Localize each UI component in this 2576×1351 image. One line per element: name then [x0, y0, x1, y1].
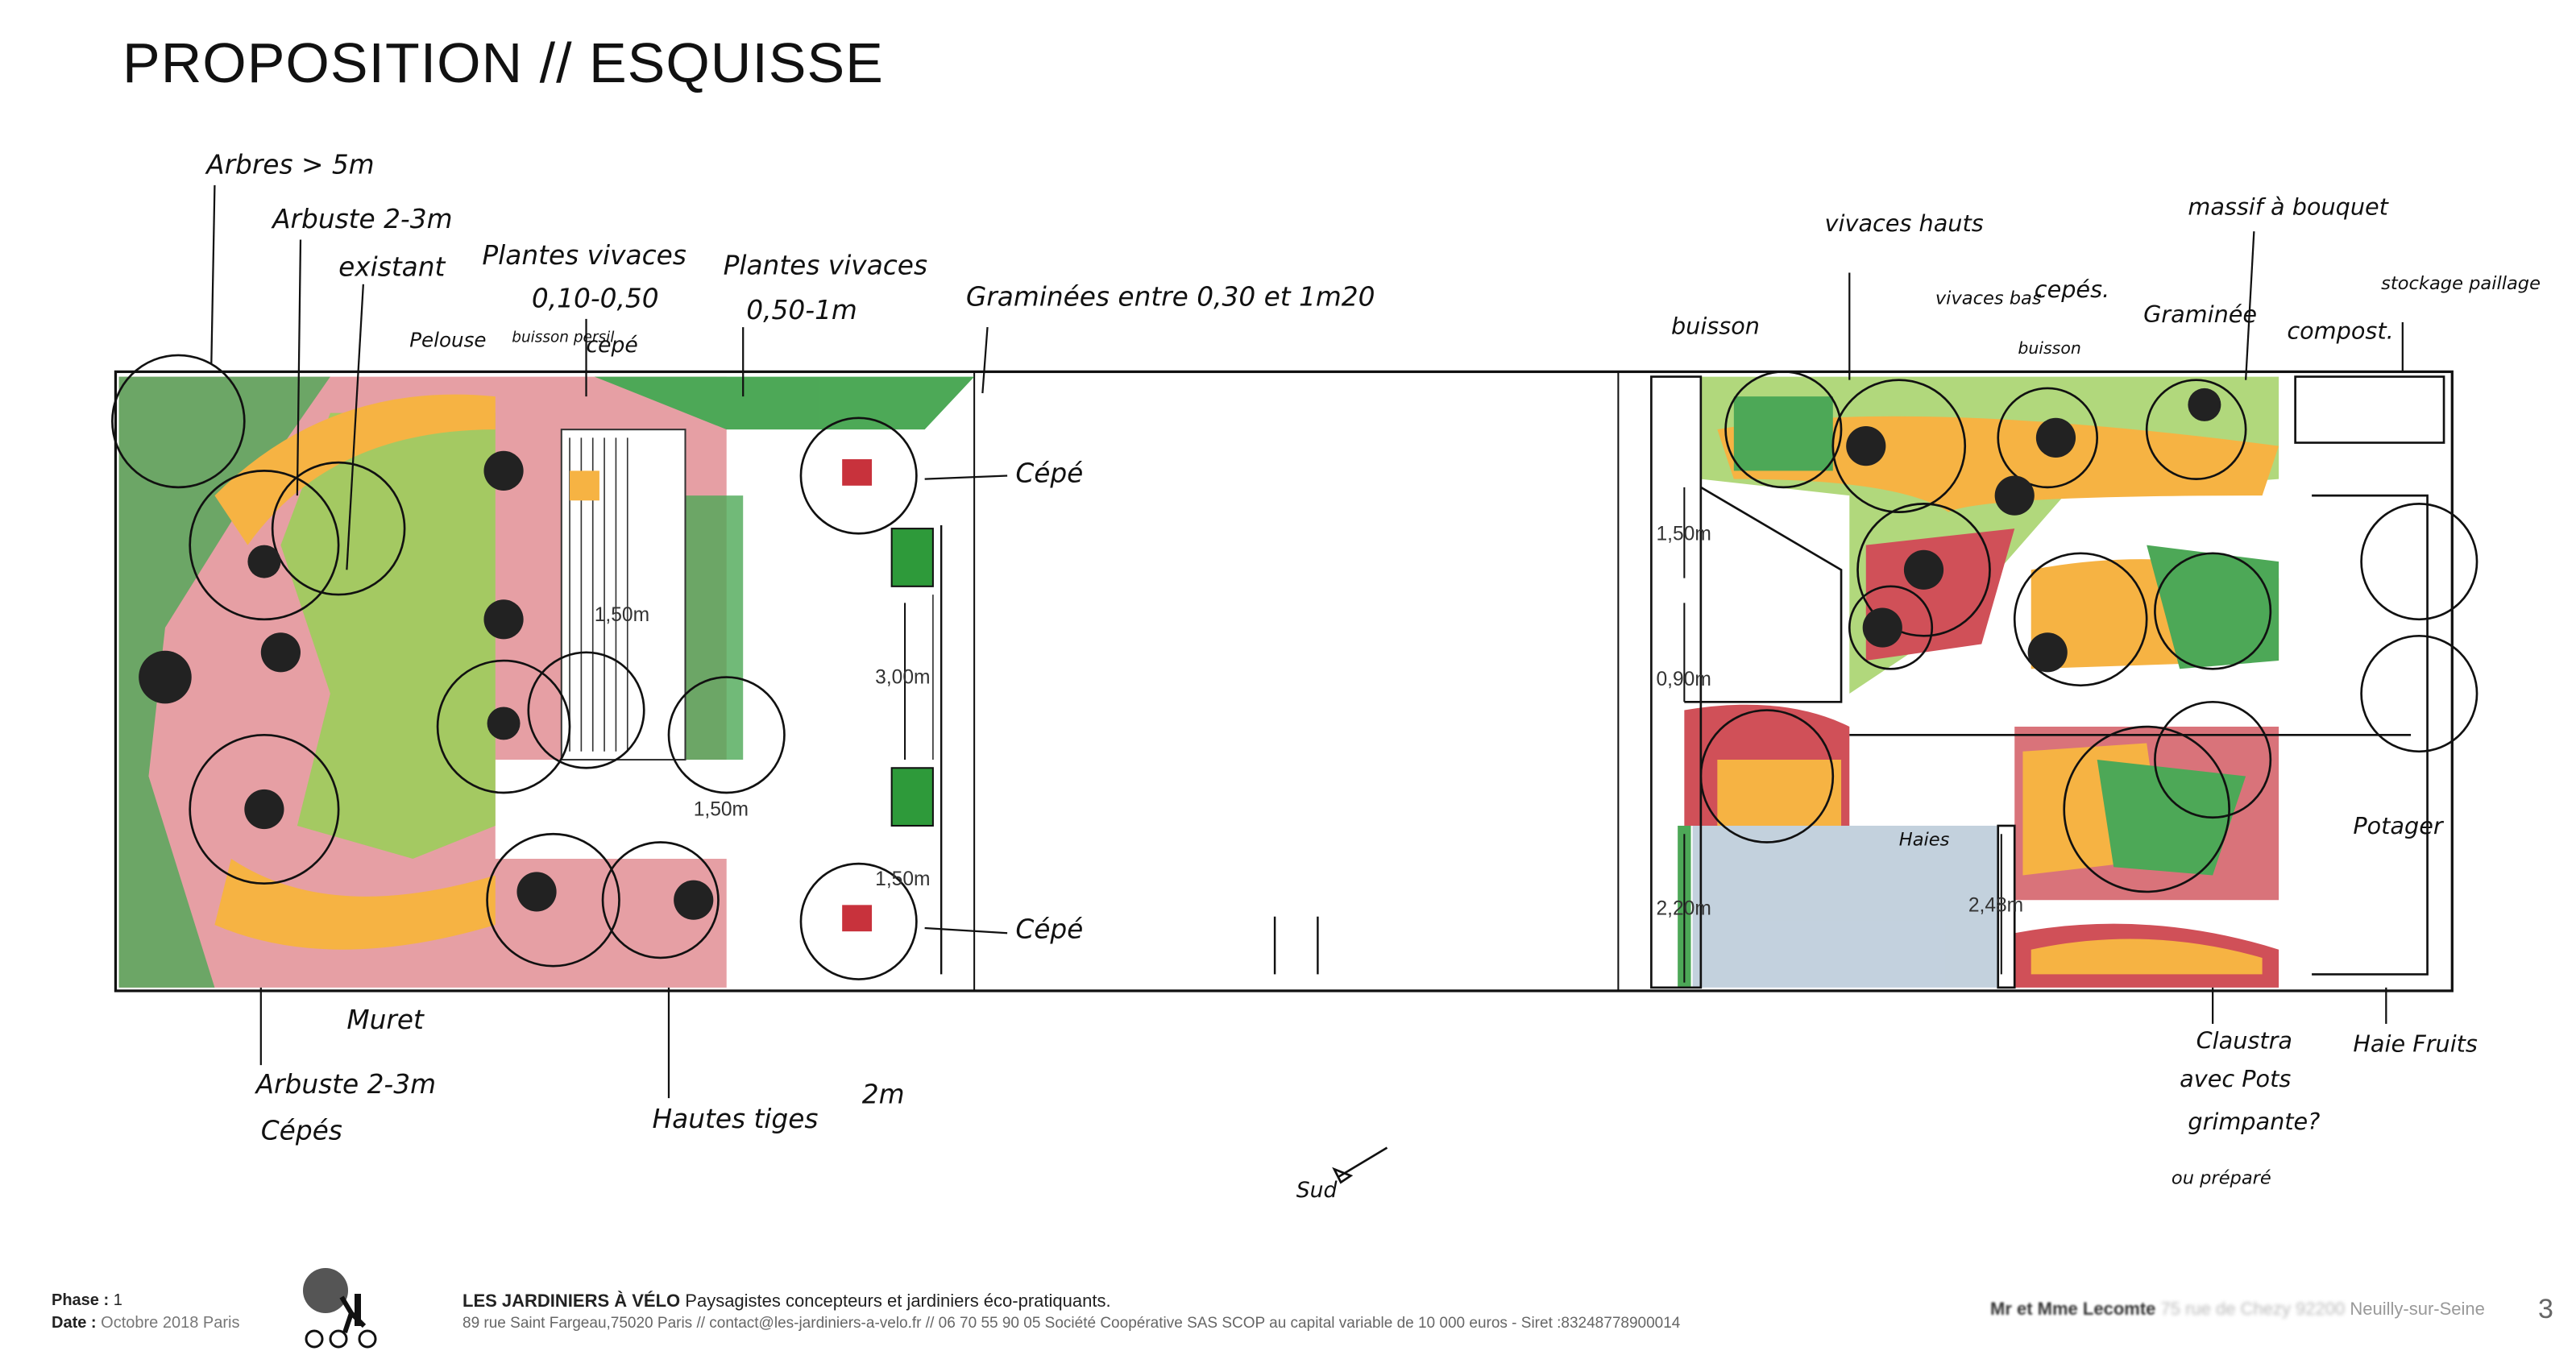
label-vivaces-low: Plantes vivaces	[482, 240, 686, 271]
label-graminee: Graminée	[2143, 300, 2257, 328]
client-city: Neuilly-sur-Seine	[2350, 1299, 2485, 1319]
dimension-right-4: 2,48m	[1968, 895, 2023, 917]
north-arrow-sud	[1332, 1146, 1388, 1184]
label-muret: Muret	[346, 1005, 425, 1035]
label-vivaces-bas: vivaces bas	[1935, 288, 2042, 309]
label-existant: existant	[338, 252, 446, 283]
label-stockage: stockage paillage	[2381, 273, 2541, 294]
label-cepes: cepés.	[2035, 276, 2109, 303]
left-garden	[118, 376, 975, 988]
dimension-left-2: 3,00m	[875, 667, 930, 689]
label-vivaces-mid: Plantes vivaces	[724, 251, 927, 281]
phase-value: 1	[113, 1291, 122, 1309]
label-cepe-2: Cépé	[1015, 914, 1083, 944]
phase-date-block: Phase : 1 Date : Octobre 2018 Paris	[52, 1289, 239, 1334]
label-claustra: Claustra	[2196, 1027, 2292, 1055]
plot-outline	[114, 370, 2454, 993]
label-buisson-persil: buisson persil	[512, 329, 615, 346]
label-cepe-1: Cépé	[1015, 458, 1083, 489]
label-compost: compost.	[2287, 317, 2393, 344]
page-title: PROPOSITION // ESQUISSE	[122, 31, 884, 94]
label-claustra-pots: avec Pots	[2180, 1065, 2291, 1092]
label-buisson-small: buisson	[2018, 338, 2081, 358]
client-info: Mr et Mme Lecomte 75 rue de Chezy 92200 …	[1990, 1299, 2485, 1320]
label-haies: Haies	[1899, 830, 1950, 851]
dimension-right-1: 1,50m	[1657, 523, 1711, 545]
label-claustra-grimpante: grimpante?	[2188, 1108, 2320, 1135]
page-number: 3	[2538, 1294, 2553, 1324]
label-ou-prepare: ou préparé	[2172, 1168, 2271, 1189]
client-address: 75 rue de Chezy 92200	[2160, 1299, 2346, 1319]
label-cepes-bottom: Cépés	[261, 1115, 342, 1146]
label-pelouse: Pelouse	[409, 329, 486, 352]
company-logo-cyclist-icon	[303, 1268, 377, 1349]
company-contact: 89 rue Saint Fargeau,75020 Paris // cont…	[463, 1315, 1681, 1332]
client-name: Mr et Mme Lecomte	[1990, 1299, 2156, 1319]
phase-label: Phase :	[52, 1291, 110, 1309]
label-haie-fruits: Haie Fruits	[2353, 1030, 2478, 1058]
label-graminees: Graminées entre 0,30 et 1m20	[966, 281, 1375, 312]
dimension-left-3: 1,50m	[694, 799, 749, 821]
label-2m: 2m	[862, 1079, 905, 1109]
label-arbuste-top: Arbuste 2-3m	[271, 204, 452, 234]
company-tagline: Paysagistes concepteurs et jardiniers éc…	[685, 1291, 1111, 1311]
company-info: LES JARDINIERS À VÉLO Paysagistes concep…	[463, 1291, 1680, 1332]
date-value: Octobre 2018 Paris	[101, 1314, 240, 1332]
label-sud: Sud	[1296, 1178, 1338, 1203]
label-vivaces-hauts: vivaces hauts	[1825, 209, 1984, 237]
footer: Phase : 1 Date : Octobre 2018 Paris LES …	[0, 1257, 2576, 1351]
tree-circles	[111, 354, 918, 980]
dimension-right-3: 2,20m	[1657, 898, 1711, 920]
dimension-right-2: 0,90m	[1657, 669, 1711, 690]
company-name: LES JARDINIERS À VÉLO	[463, 1291, 681, 1311]
label-hautes-tiges: Hautes tiges	[652, 1104, 818, 1134]
label-massif: massif à bouquet	[2188, 193, 2389, 221]
label-potager: Potager	[2353, 812, 2445, 839]
label-vivaces-mid-height: 0,50-1m	[746, 295, 857, 325]
label-arbres: Arbres > 5m	[205, 149, 374, 180]
label-vivaces-low-height: 0,10-0,50	[532, 283, 659, 313]
date-label: Date :	[52, 1314, 97, 1332]
label-arbuste-bottom: Arbuste 2-3m	[255, 1069, 436, 1100]
paved-terrace	[1692, 825, 1998, 988]
dimension-left-1: 1,50m	[595, 604, 649, 626]
label-buisson: buisson	[1671, 312, 1760, 339]
label-cepe-small: cepé	[587, 333, 638, 358]
dimension-left-4: 1,50m	[875, 868, 930, 890]
